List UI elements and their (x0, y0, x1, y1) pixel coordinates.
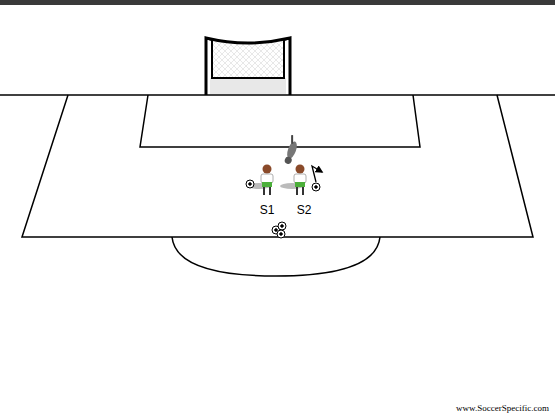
penalty-area (22, 95, 533, 237)
player-s1 (247, 165, 273, 196)
goal-area (140, 95, 420, 147)
player-label: S2 (297, 203, 312, 217)
balls (246, 180, 320, 238)
run-arrow (312, 166, 322, 182)
player-s2 (280, 165, 306, 196)
goal (206, 38, 290, 95)
player-label: S1 (260, 203, 275, 217)
penalty-arc (172, 237, 380, 276)
top-bar (0, 0, 555, 5)
watermark: www.SoccerSpecific.com (456, 403, 549, 413)
goal-line (0, 94, 555, 96)
goalkeeper (282, 135, 300, 165)
